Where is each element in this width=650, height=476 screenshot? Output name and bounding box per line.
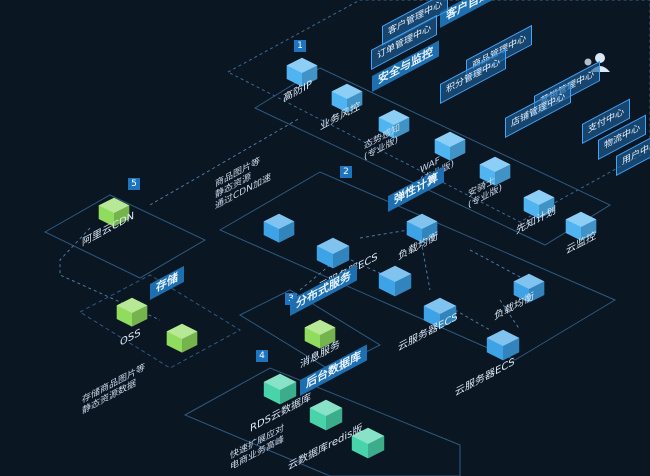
database-panel	[183, 367, 461, 476]
customer-app-panel	[226, 0, 650, 223]
eip-icon	[263, 213, 295, 243]
step-1-number: 1	[297, 41, 303, 51]
step-2-number: 2	[343, 167, 349, 177]
step-2-badge	[340, 166, 352, 178]
ecs-icon	[316, 237, 350, 269]
elastic-panel	[218, 171, 617, 361]
oss-icon	[116, 297, 148, 327]
redis-icon	[309, 399, 343, 431]
step-badges	[128, 40, 352, 362]
shield-icon	[286, 57, 318, 87]
step-5-badge	[128, 178, 140, 190]
panel-outlines	[43, 0, 650, 476]
step-1-badge	[294, 40, 306, 52]
step-4-badge	[256, 350, 268, 362]
cdn-panel	[43, 194, 207, 279]
ecs-icon	[378, 265, 412, 297]
oss-icon	[166, 323, 198, 353]
storage-panel	[78, 274, 242, 369]
step-5-number: 5	[131, 179, 137, 189]
rds-icon	[263, 373, 297, 405]
distributed-panel	[238, 289, 382, 371]
step-4-number: 4	[259, 351, 265, 361]
